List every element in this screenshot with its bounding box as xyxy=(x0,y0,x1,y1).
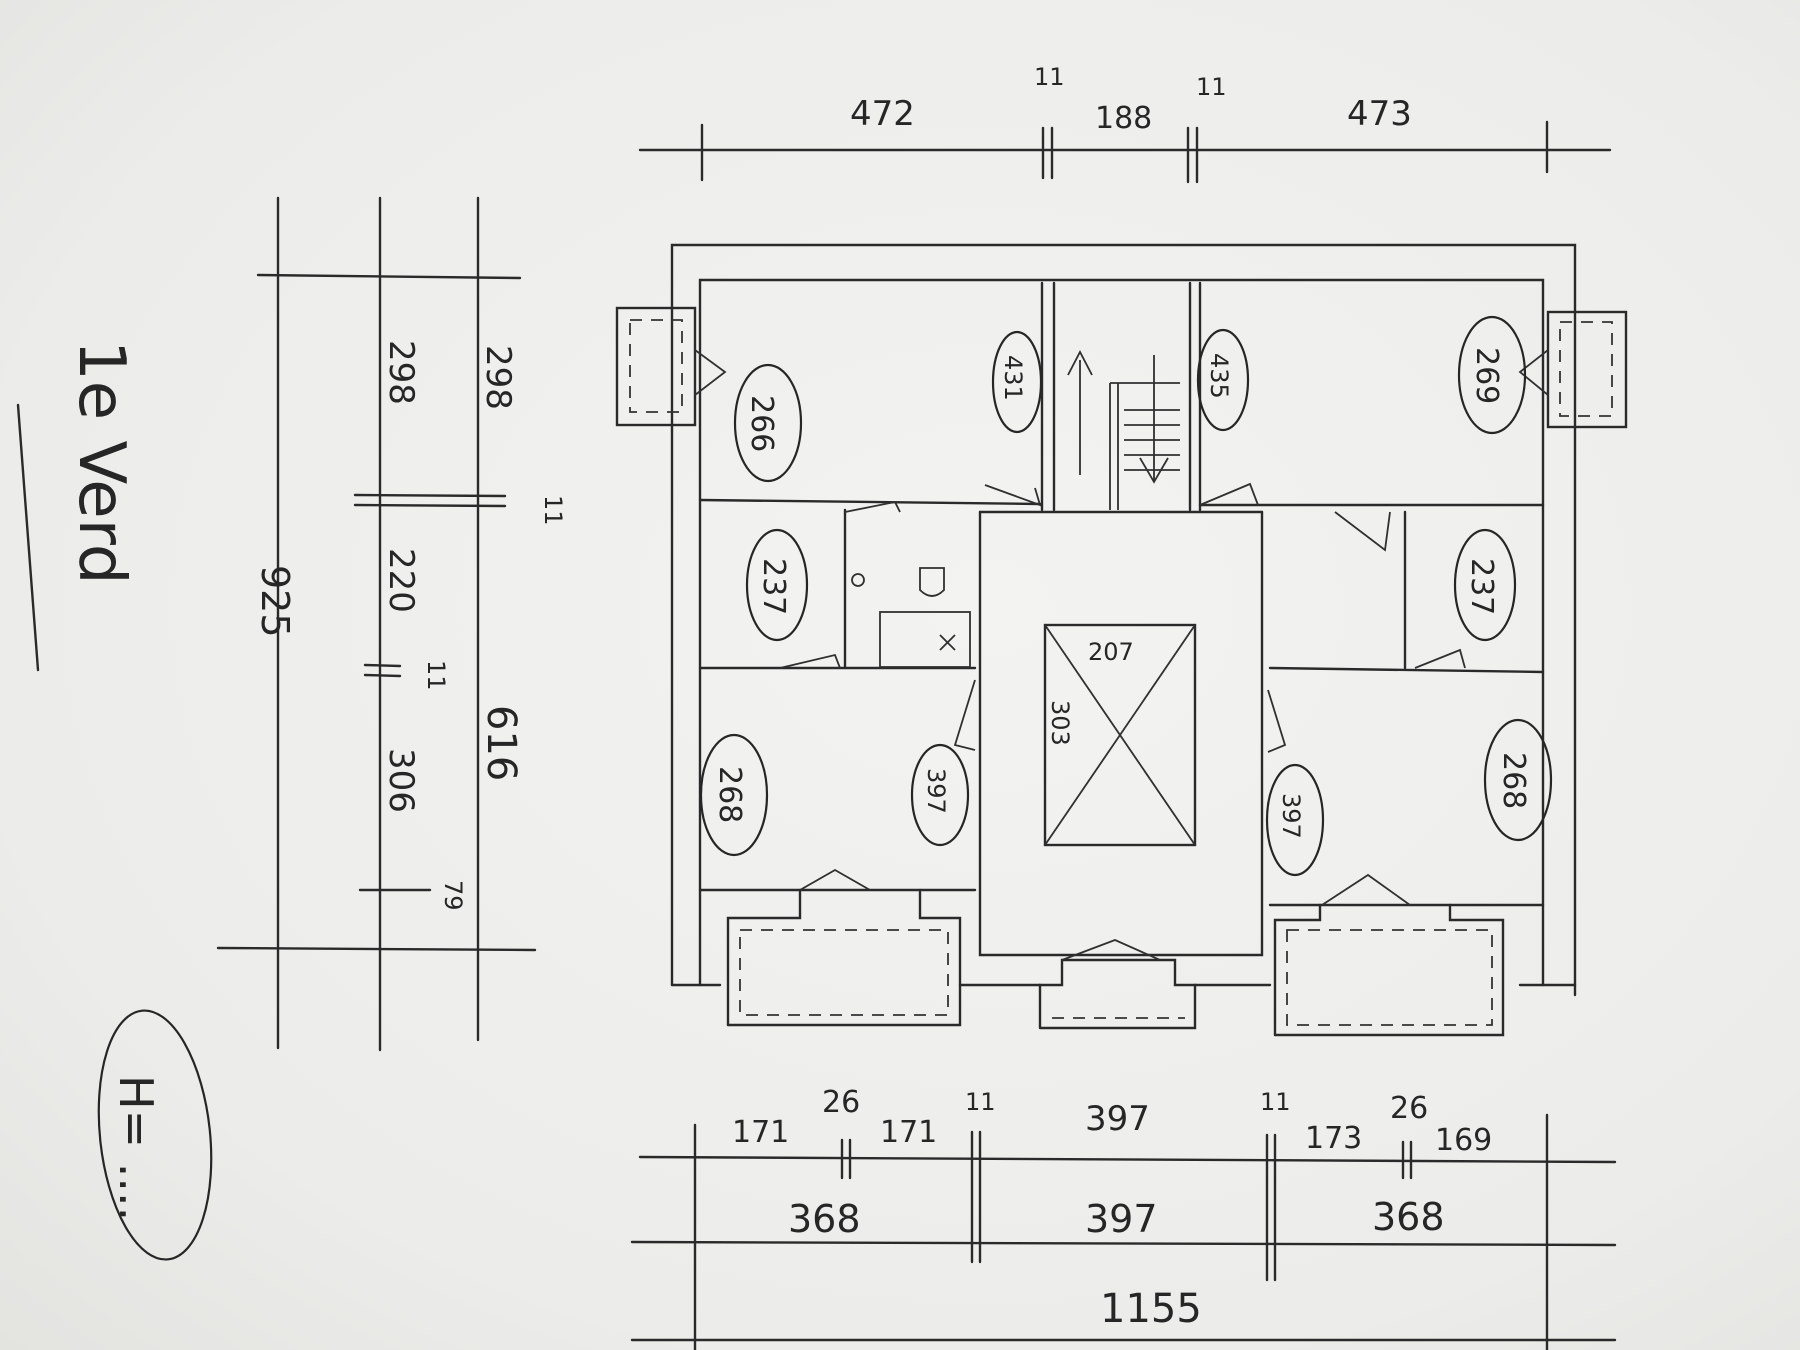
dim-bottom-gap-1: 11 xyxy=(965,1088,996,1116)
floor-label: 1e Verd xyxy=(64,340,138,584)
dim-bottom-middle: 397 xyxy=(1085,1099,1150,1139)
dim-bottom-left-total: 368 xyxy=(788,1197,861,1241)
dim-bottom-a: 171 xyxy=(732,1115,789,1150)
room-bed-right-outer: 268 xyxy=(1496,752,1531,809)
dim-left-outer-c: 306 xyxy=(381,748,421,813)
dim-left-total: 925 xyxy=(253,565,297,638)
dim-left-outer-d: 79 xyxy=(439,880,467,911)
dim-bottom-middle-total: 397 xyxy=(1085,1197,1158,1241)
dim-bottom-a-gap: 26 xyxy=(822,1085,860,1120)
bottom-dimension-chains: 171 26 171 11 397 11 173 26 169 368 397 … xyxy=(630,1085,1617,1350)
dim-left-outer-a: 298 xyxy=(381,340,421,405)
dim-bottom-d: 169 xyxy=(1435,1123,1492,1158)
left-dimension-chains: 925 298 11 220 11 306 79 298 616 xyxy=(216,196,567,1052)
dim-top-right: 473 xyxy=(1347,94,1412,134)
room-top-left: 266 xyxy=(744,395,779,452)
void-width: 207 xyxy=(1088,638,1134,666)
dim-left-inner-a: 298 xyxy=(478,345,518,410)
room-top-right: 269 xyxy=(1469,347,1504,404)
dim-bottom-c: 173 xyxy=(1305,1121,1362,1156)
dim-top-gap-2: 11 xyxy=(1196,73,1227,101)
room-stair-left: 431 xyxy=(999,355,1027,401)
height-stamp: H= .... xyxy=(97,1009,213,1261)
dim-top-middle: 188 xyxy=(1095,101,1152,136)
room-bath-left: 237 xyxy=(756,558,791,615)
dim-left-inner-b: 616 xyxy=(478,705,524,781)
room-bath-right: 237 xyxy=(1464,558,1499,615)
dim-left-outer-gap: 11 xyxy=(539,495,567,526)
dim-bottom-c-gap: 26 xyxy=(1390,1091,1428,1126)
room-labels: 266 431 435 269 237 237 268 397 397 268 … xyxy=(699,315,1553,877)
room-bed-left-inner: 397 xyxy=(922,768,950,814)
dim-top-gap-1: 11 xyxy=(1034,63,1065,91)
dim-left-outer-b: 220 xyxy=(381,548,421,613)
top-dimension-chain: 472 11 188 11 473 xyxy=(638,63,1612,184)
room-bed-left-outer: 268 xyxy=(712,766,747,823)
dim-left-outer-gap-2: 11 xyxy=(422,660,450,691)
floor-title: 1e Verd xyxy=(16,340,138,672)
building-walls xyxy=(615,243,1628,1037)
dim-top-left: 472 xyxy=(850,94,915,134)
dim-bottom-gap-2: 11 xyxy=(1260,1088,1291,1116)
dim-bottom-overall: 1155 xyxy=(1100,1286,1202,1332)
dim-bottom-b: 171 xyxy=(880,1115,937,1150)
dim-bottom-right-total: 368 xyxy=(1372,1195,1445,1239)
room-stair-right: 435 xyxy=(1205,353,1233,399)
height-label: H= .... xyxy=(109,1075,163,1221)
void-height: 303 xyxy=(1046,700,1074,746)
room-bed-right-inner: 397 xyxy=(1277,793,1305,839)
